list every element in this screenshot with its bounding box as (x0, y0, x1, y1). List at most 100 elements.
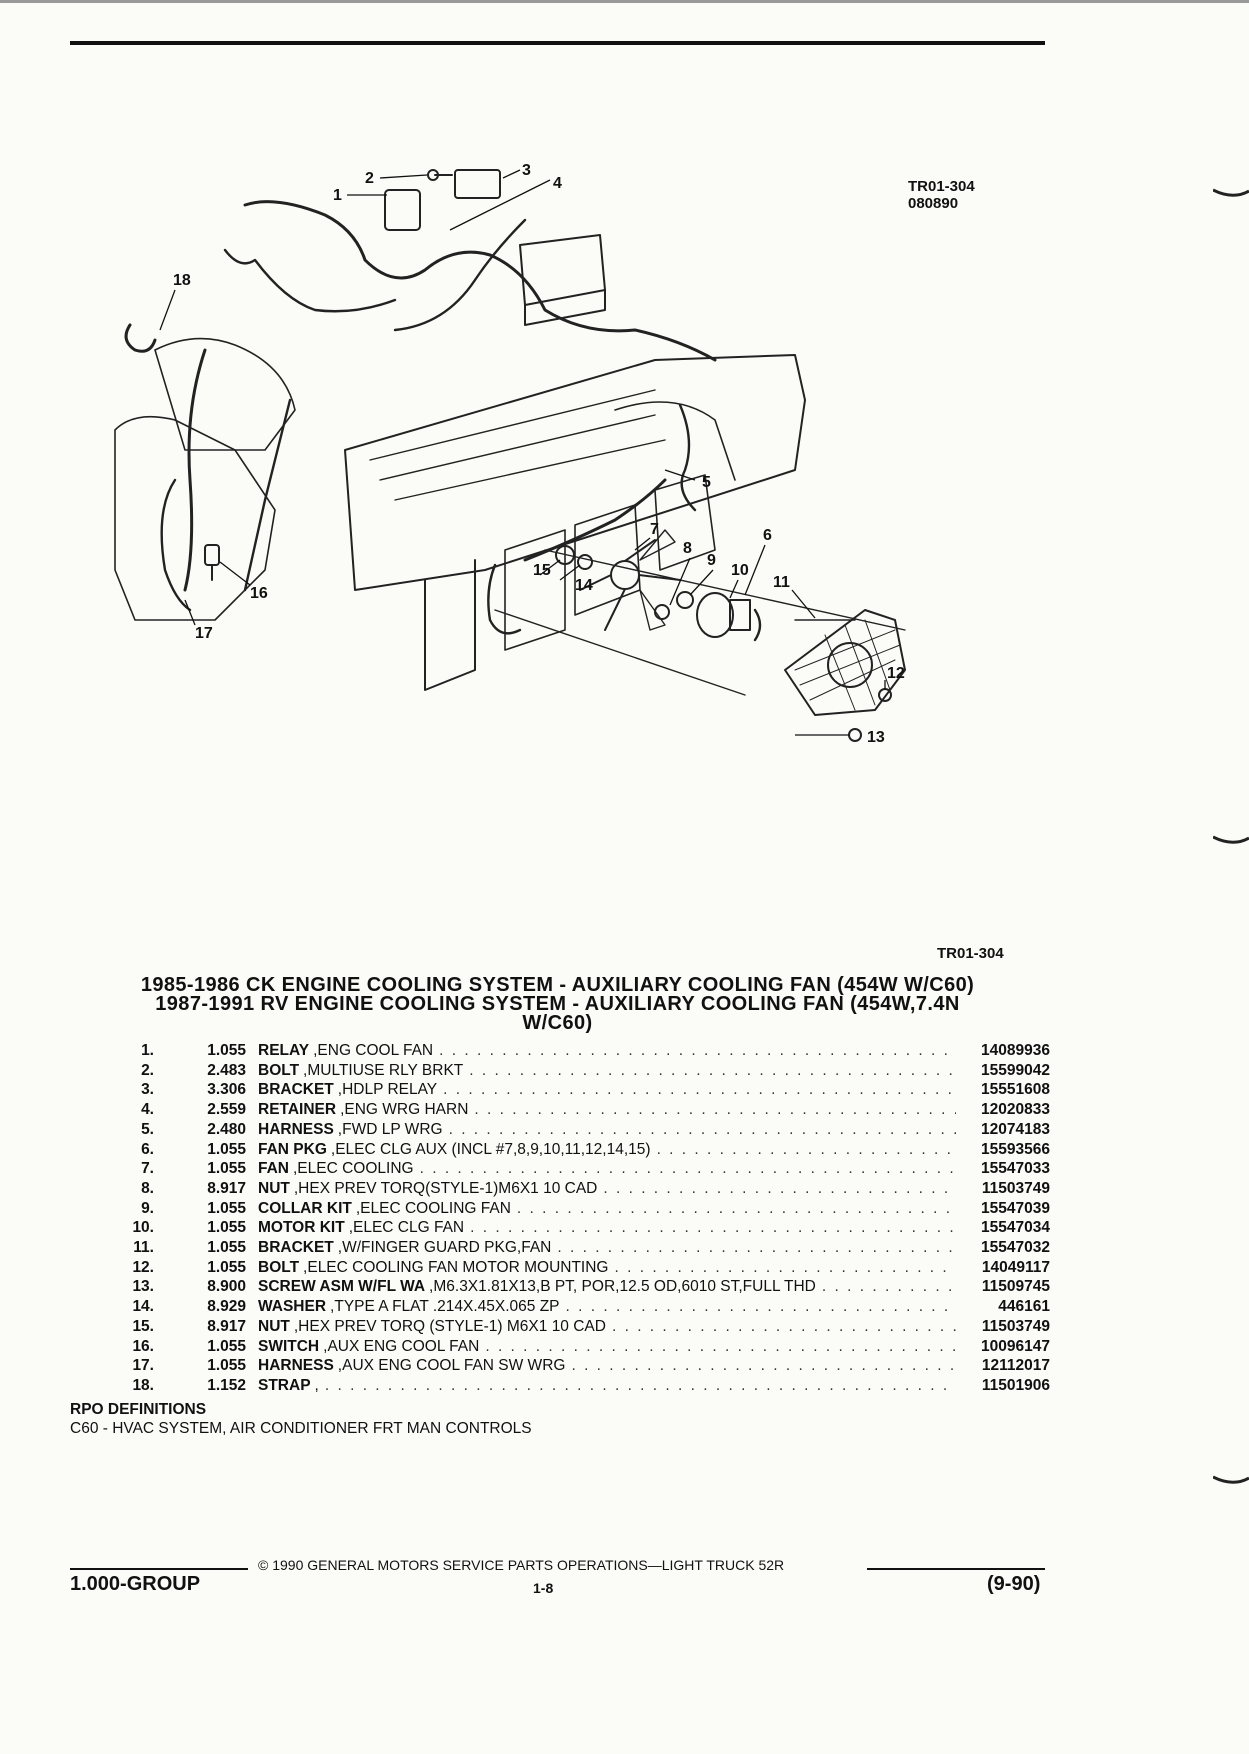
radiator-support-panel (344, 354, 806, 591)
part-quantity-code: 1.055 (207, 1042, 246, 1059)
section-title: 1985-1986 CK ENGINE COOLING SYSTEM - AUX… (70, 975, 1045, 1034)
part-description: ,ELEC CLG FAN (348, 1219, 465, 1237)
part-name: FAN (258, 1160, 289, 1178)
part-quantity-code: 3.306 (207, 1081, 246, 1099)
footer-group-label: 1.000-GROUP (70, 1573, 201, 1595)
relay (384, 189, 421, 231)
part-description: ,ENG WRG HARN (340, 1101, 469, 1119)
part-quantity-code: 1.152 (207, 1376, 246, 1394)
part-number-index: 18. (132, 1376, 154, 1394)
revision-date: (9-90) (987, 1573, 1041, 1595)
part-name: HARNESS (258, 1357, 334, 1375)
part-quantity-code: 8.917 (207, 1317, 246, 1335)
part-quantity-code: 1.055 (207, 1219, 246, 1237)
part-number: 14089936 (981, 1042, 1050, 1059)
header-rule (70, 41, 1045, 45)
part-number-index: 14. (132, 1298, 154, 1316)
part-description: ,ELEC CLG AUX (INCL #7,8,9,10,11,12,14,1… (330, 1140, 651, 1158)
part-number: 10096147 (981, 1337, 1050, 1355)
part-number: 11503749 (981, 1179, 1050, 1197)
part-description: ,ELEC COOLING (293, 1160, 414, 1178)
figure-date-code: 080890 (908, 195, 959, 212)
leader-dots (614, 1258, 956, 1278)
part-quantity-code: 1.055 (207, 1337, 246, 1355)
part-number: 15593566 (981, 1140, 1050, 1158)
part-description: ,TYPE A FLAT .214X.45X.065 ZP (330, 1298, 560, 1316)
part-number-index: 4. (141, 1101, 154, 1119)
part-number: 15547034 (981, 1219, 1050, 1237)
part-number: 446161 (998, 1298, 1050, 1316)
part-description: ,ENG COOL FAN (313, 1042, 434, 1059)
part-quantity-code: 8.917 (207, 1179, 246, 1197)
callout-14: 14 (575, 577, 593, 594)
part-quantity-code: 2.559 (207, 1101, 246, 1119)
part-quantity-code: 8.929 (207, 1298, 246, 1316)
part-name: BRACKET (258, 1239, 334, 1257)
engine-outline (114, 415, 276, 621)
part-name: SCREW ASM W/FL WA (258, 1278, 426, 1296)
part-number: 15547033 (981, 1160, 1050, 1178)
callout-11: 11 (773, 574, 790, 591)
part-number: 12020833 (981, 1101, 1050, 1119)
rpo-definition: C60 - HVAC SYSTEM, AIR CONDITIONER FRT M… (70, 1420, 532, 1437)
binder-edge-mark (1213, 835, 1249, 844)
binder-edge-mark (1213, 1475, 1249, 1484)
collar-kit (676, 591, 694, 609)
part-number-index: 16. (132, 1337, 154, 1355)
leader-dots (603, 1179, 956, 1199)
parts-row: 4. 2.559 RETAINER,ENG WRG HARN 12020833 (120, 1100, 1050, 1120)
part-description: ,MULTIUSE RLY BRKT (303, 1061, 464, 1079)
part-number-index: 9. (141, 1199, 154, 1217)
title-line-3: W/C60) (522, 1012, 593, 1034)
fan-blade (579, 529, 681, 631)
parts-row: 14. 8.929 WASHER,TYPE A FLAT .214X.45X.065… (120, 1297, 1050, 1317)
part-quantity-code: 1.055 (207, 1258, 246, 1276)
part-description: ,ELEC COOLING FAN MOTOR MOUNTING (303, 1258, 609, 1276)
part-name: HARNESS (258, 1120, 334, 1138)
part-number: 11503749 (981, 1317, 1050, 1335)
part-number-index: 2. (141, 1061, 154, 1079)
leader-dots (612, 1317, 956, 1337)
callout-4: 4 (553, 175, 562, 192)
part-description: ,HEX PREV TORQ (STYLE-1) M6X1 10 CAD (293, 1317, 606, 1335)
screw-13 (848, 728, 862, 742)
leader-dots (449, 1120, 956, 1140)
leader-dots (439, 1041, 956, 1061)
part-description: ,HDLP RELAY (337, 1081, 438, 1099)
figure-code: TR01-304 (908, 178, 975, 195)
leader-dots (443, 1080, 956, 1100)
part-quantity-code: 8.900 (207, 1278, 246, 1296)
callout-6: 6 (763, 527, 772, 544)
leader-dots (571, 1356, 956, 1376)
leader-dots (517, 1199, 956, 1219)
scan-edge (0, 0, 1249, 3)
part-name: WASHER (258, 1298, 327, 1316)
reservoir (519, 234, 606, 306)
part-name: BOLT (258, 1061, 300, 1079)
part-quantity-code: 2.480 (207, 1120, 246, 1138)
part-number: 11509745 (981, 1278, 1050, 1296)
part-number: 14049117 (981, 1258, 1050, 1276)
callout-16: 16 (250, 585, 268, 602)
part-name: BOLT (258, 1258, 300, 1276)
footer-rule-left (70, 1568, 248, 1570)
part-name: RETAINER (258, 1101, 337, 1119)
part-description: ,HEX PREV TORQ(STYLE-1)M6X1 10 CAD (293, 1179, 598, 1197)
rpo-definitions: RPO DEFINITIONS C60 - HVAC SYSTEM, AIR C… (70, 1400, 532, 1438)
part-quantity-code: 1.055 (207, 1140, 246, 1158)
part-number-index: 1. (141, 1042, 154, 1059)
part-quantity-code: 2.483 (207, 1061, 246, 1079)
part-number: 15551608 (981, 1081, 1050, 1099)
part-quantity-code: 1.055 (207, 1199, 246, 1217)
part-description: ,AUX ENG COOL FAN SW WRG (337, 1357, 566, 1375)
page-number: 1-8 (533, 1580, 554, 1596)
